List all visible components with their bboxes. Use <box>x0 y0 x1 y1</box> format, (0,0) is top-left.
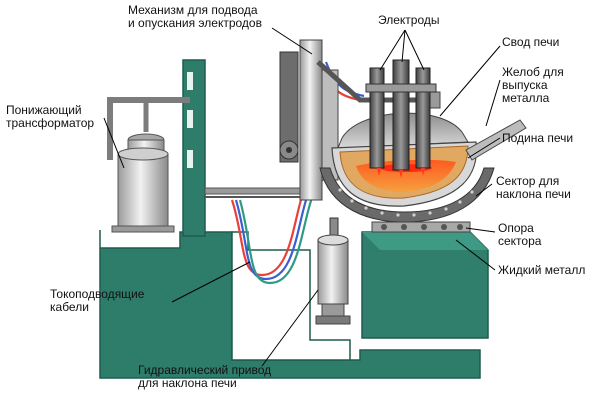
label-electrodes: Электроды <box>378 13 440 27</box>
label-mechanism: Механизм для подвода и опускания электро… <box>128 3 262 30</box>
electrode-mechanism <box>279 39 441 201</box>
label-tilt-sector: Сектор для наклона печи <box>496 174 571 201</box>
leader-lines <box>103 27 501 367</box>
label-sector-support: Опора сектора <box>498 221 542 248</box>
label-hearth: Подина печи <box>502 131 574 145</box>
label-transformer: Понижающий трансформатор <box>6 103 95 130</box>
label-cables: Токоподводящие кабели <box>50 287 145 314</box>
label-liquid-metal: Жидкий металл <box>498 263 586 277</box>
hydraulic-cylinder <box>315 217 351 325</box>
label-spout: Желоб для выпуска металла <box>502 65 564 105</box>
transformer-unit <box>107 97 190 233</box>
label-roof: Свод печи <box>502 35 560 49</box>
label-hydraulic: Гидравлический привод для наклона печи <box>138 363 272 390</box>
foundation <box>99 230 489 379</box>
support-column <box>182 59 206 237</box>
rail <box>204 187 316 198</box>
electrodes <box>365 59 437 178</box>
